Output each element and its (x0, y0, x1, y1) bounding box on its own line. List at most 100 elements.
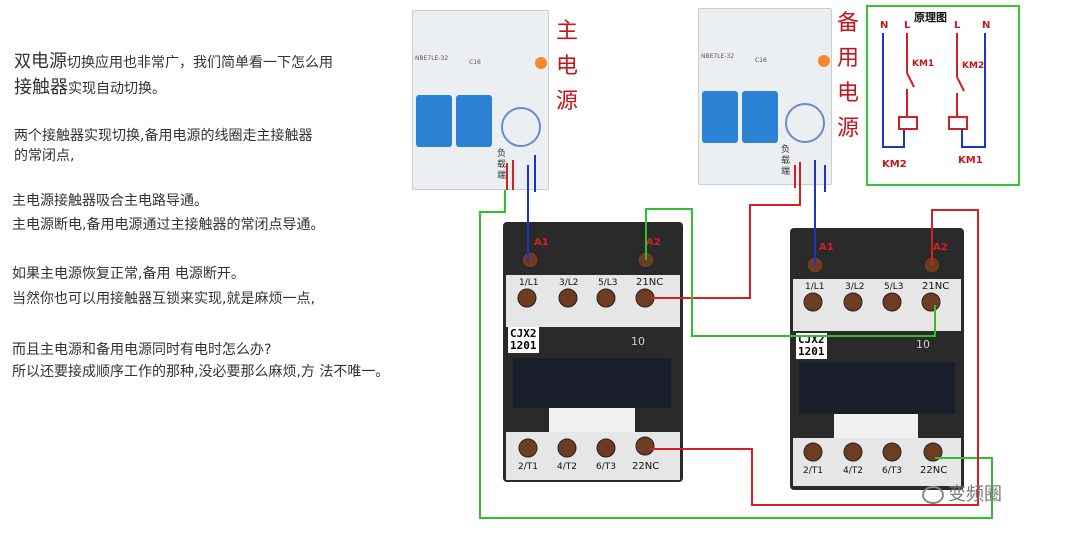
left-a2-label: A2 (646, 237, 661, 248)
main-breaker-test-button (535, 57, 547, 69)
backup-breaker-load-label: 负 载 端 (781, 145, 790, 178)
wechat-icon (922, 486, 944, 504)
left-bottom-term-1: 2/T1 (518, 462, 538, 472)
right-l2-screw (843, 292, 863, 312)
schematic-title: 原理图 (914, 11, 947, 24)
intro-line-1-post: 切换应用也非常广，我们简单看一下怎么用 (67, 55, 333, 71)
schematic-left-l: L (904, 20, 911, 31)
left-top-screws (517, 251, 655, 458)
backup-breaker-toggle-1 (702, 91, 738, 143)
backup-load-char-1: 负 (781, 145, 791, 155)
right-l1-screw (803, 292, 823, 312)
schematic-left-n: N (880, 20, 889, 31)
intro-line-2-emph: 接触器 (14, 77, 68, 98)
backup-load-char-2: 载 (781, 156, 791, 166)
left-bottom-term-3: 6/T3 (596, 462, 616, 472)
left-top-term-3: 5/L3 (598, 278, 618, 288)
main-power-label: 主 电 源 (555, 14, 579, 119)
main-power-char-3: 源 (555, 89, 578, 114)
right-a2-label: A2 (933, 242, 948, 253)
desc-line-4: 的常闭点, (14, 148, 75, 164)
watermark: 变频圈 (922, 480, 1002, 506)
right-top-screws (803, 256, 943, 462)
left-bottom-term-2: 4/T2 (557, 462, 577, 472)
backup-breaker: NBE7LE-32 C16 负 载 端 (698, 8, 832, 185)
desc-line-6: 主电源断电,备用电源通过主接触器的常闭点导通。 (12, 217, 325, 233)
intro-line-2: 接触器实现自动切换。 (14, 78, 166, 99)
left-top-term-1: 1/L1 (519, 278, 539, 288)
schematic-contact-km2: KM2 (962, 61, 985, 71)
backup-breaker-model: NBE7LE-32 (701, 53, 735, 60)
main-breaker-rating: C16 (469, 59, 481, 66)
backup-breaker-test-button (818, 55, 830, 67)
main-breaker-toggle-1 (416, 95, 452, 147)
right-top-term-2: 3/L2 (845, 282, 865, 292)
desc-line-8: 当然你也可以用接触器互锁来实现,就是麻烦一点, (12, 291, 315, 307)
schem-left-coil (898, 116, 918, 130)
left-bottom-term-4: 22NC (632, 461, 659, 472)
backup-power-char-2: 用 (836, 46, 859, 71)
backup-breaker-leakage-indicator (785, 103, 825, 143)
left-contactor-model-label: CJX2 1201 (508, 327, 539, 353)
right-top-term-1: 1/L1 (805, 282, 825, 292)
schematic-right-n: N (982, 20, 991, 31)
main-power-char-2: 电 (555, 54, 578, 79)
right-t2-screw (843, 442, 863, 462)
main-load-char-3: 端 (497, 171, 507, 181)
schem-left-contact (906, 72, 915, 88)
backup-load-char-3: 端 (781, 167, 791, 177)
main-breaker-model: NBE7LE-32 (415, 55, 449, 62)
schem-right-neutral (961, 33, 986, 148)
main-load-char-1: 负 (497, 149, 507, 159)
schematic-lines (882, 33, 986, 148)
left-contactor-slider (549, 408, 635, 432)
intro-line-1-pre: 双 (14, 52, 31, 72)
right-22nc-screw (923, 442, 943, 462)
left-t1-screw (518, 438, 538, 458)
main-breaker-leakage-indicator (501, 107, 541, 147)
left-l1-screw (517, 288, 537, 308)
right-contactor-slider (834, 414, 918, 438)
watermark-text: 变频圈 (948, 484, 1002, 505)
backup-power-label: 备 用 电 源 (836, 6, 860, 146)
right-t3-screw (882, 442, 902, 462)
left-contactor: CJX2 1201 10 (503, 222, 683, 482)
right-bottom-term-3: 6/T3 (882, 466, 902, 476)
backup-breaker-toggle-2 (742, 91, 778, 143)
right-a1-label: A1 (819, 242, 834, 253)
right-bottom-term-4: 22NC (920, 465, 947, 476)
schematic-coil-km2-label: KM2 (882, 159, 907, 170)
right-contactor-window (799, 362, 955, 414)
right-21nc-screw (921, 292, 941, 312)
desc-line-5: 主电源接触器吸合主电路导通。 (12, 193, 208, 209)
desc-line-3: 两个接触器实现切换,备用电源的线圈走主接触器 (14, 128, 313, 144)
right-bottom-term-2: 4/T2 (843, 466, 863, 476)
backup-breaker-rating: C16 (755, 57, 767, 64)
main-load-char-2: 载 (497, 160, 507, 170)
left-a1-screw (521, 251, 539, 269)
schematic-contact-km1: KM1 (912, 59, 935, 69)
right-t1-screw (803, 442, 823, 462)
main-breaker-toggle-2 (456, 95, 492, 147)
left-t3-screw (596, 438, 616, 458)
left-a2-to-right-21nc-wire (645, 208, 936, 337)
right-bottom-term-1: 2/T1 (803, 466, 823, 476)
left-top-term-4: 21NC (636, 277, 663, 288)
right-model-line-2: 1201 (798, 345, 825, 358)
backup-to-left-21nc-wire (650, 162, 801, 299)
left-contactor-rating: 10 (631, 335, 645, 348)
backup-power-char-3: 电 (836, 81, 859, 106)
schem-left-neutral (882, 33, 905, 148)
backup-power-char-1: 备 (836, 11, 859, 36)
left-l2-screw (558, 288, 578, 308)
schematic-panel: 原理图 N L L N KM1 KM2 KM2 KM1 (866, 5, 1020, 186)
schem-right-contact (956, 76, 965, 92)
right-a2-to-left-22nc-wire (650, 209, 979, 506)
right-top-term-4: 21NC (922, 281, 949, 292)
left-t2-screw (557, 438, 577, 458)
desc-line-9: 而且主电源和备用电源同时有电时怎么办? (12, 342, 272, 358)
right-top-term-3: 5/L3 (884, 282, 904, 292)
left-22nc-screw (635, 436, 655, 456)
intro-line-1: 双电源切换应用也非常广，我们简单看一下怎么用 (14, 52, 333, 73)
